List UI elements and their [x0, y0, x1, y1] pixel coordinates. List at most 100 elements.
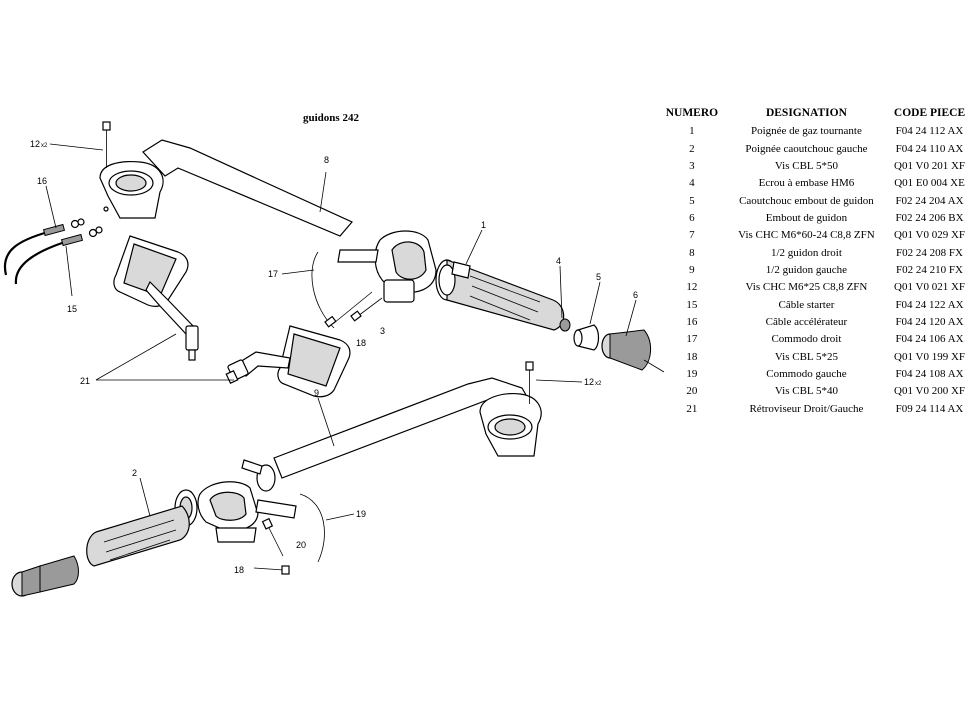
cell-code: F04 24 112 AX	[895, 125, 964, 138]
callout-17: 17	[268, 269, 278, 279]
rubber-part-5	[573, 324, 600, 351]
left-grip-part-2	[11, 489, 198, 597]
callout-9: 9	[314, 388, 319, 398]
cell-designation: Embout de guidon	[765, 211, 848, 224]
throttle-grip-part-1	[435, 259, 565, 331]
cell-numero: 4	[689, 177, 695, 190]
cell-numero: 21	[686, 402, 698, 415]
cell-numero: 17	[686, 333, 698, 346]
callout-1: 1	[481, 220, 486, 230]
cell-code: F04 24 108 AX	[895, 367, 964, 380]
parts-table-header-row: NUMERO DESIGNATION CODE PIECE	[660, 107, 970, 123]
callout-21: 21	[80, 376, 90, 386]
left-switch-part-19	[197, 459, 325, 563]
cell-code: Q01 V0 200 XF	[894, 385, 966, 398]
mirror-part-21-lower	[225, 325, 351, 398]
table-row: 6 Embout de guidon F02 24 206 BX	[660, 210, 970, 227]
callout-16: 16	[37, 176, 47, 186]
cell-designation: Vis CBL 5*50	[774, 159, 838, 172]
cell-designation: Vis CBL 5*40	[774, 385, 838, 398]
cell-numero: 5	[689, 194, 695, 207]
cell-code: Q01 V0 021 XF	[894, 281, 966, 294]
callout-19: 19	[356, 509, 366, 519]
left-handlebar-part-9	[273, 377, 542, 479]
table-row: 3 Vis CBL 5*50 Q01 V0 201 XF	[660, 158, 970, 175]
header-numero: NUMERO	[665, 107, 719, 119]
table-row: 4 Ecrou à embase HM6 Q01 E0 004 XE	[660, 175, 970, 192]
cell-code: F09 24 114 AX	[895, 402, 964, 415]
cell-numero: 20	[686, 385, 698, 398]
cell-numero: 8	[689, 246, 695, 259]
cell-numero: 18	[686, 350, 698, 363]
cell-numero: 9	[689, 263, 695, 276]
cell-numero: 1	[689, 125, 695, 138]
cell-designation: Vis CHC M6*25 C8,8 ZFN	[745, 281, 868, 294]
callout-18-lower: 18	[234, 565, 244, 575]
cell-numero: 19	[686, 367, 698, 380]
screw-part-20	[261, 517, 284, 557]
callout-18-upper: 18	[356, 338, 366, 348]
table-row: 19 Commodo gauche F04 24 108 AX	[660, 366, 970, 383]
cell-designation: Caoutchouc embout de guidon	[739, 194, 874, 207]
cell-designation: Câble accélérateur	[765, 315, 848, 328]
parts-table: NUMERO DESIGNATION CODE PIECE 1 Poignée d…	[660, 107, 970, 418]
cell-designation: 1/2 guidon droit	[770, 246, 842, 259]
screw-part-18-upper	[324, 291, 373, 328]
cell-designation: 1/2 guidon gauche	[765, 263, 848, 276]
callout-12-right-qty: x2	[595, 381, 602, 387]
screw-part-12-right	[525, 361, 534, 404]
diagram-title: guidons 242	[303, 112, 359, 124]
table-row: 21 Rétroviseur Droit/Gauche F09 24 114 AX	[660, 401, 970, 418]
cell-designation: Vis CBL 5*25	[774, 350, 838, 363]
cell-code: Q01 E0 004 XE	[894, 177, 965, 190]
cell-code: Q01 V0 201 XF	[894, 159, 966, 172]
cell-designation: Commodo gauche	[766, 367, 847, 380]
cell-code: F04 24 106 AX	[895, 333, 964, 346]
table-row: 20 Vis CBL 5*40 Q01 V0 200 XF	[660, 383, 970, 400]
right-switch-part-17	[311, 230, 437, 329]
cell-numero: 15	[686, 298, 698, 311]
cell-designation: Rétroviseur Droit/Gauche	[749, 402, 864, 415]
leader-lines	[45, 143, 637, 521]
callout-12-top-qty: x2	[41, 143, 48, 149]
right-handlebar-part-8	[99, 139, 353, 237]
cell-code: F02 24 206 BX	[895, 211, 964, 224]
bar-end-part-6	[601, 329, 665, 373]
nut-part-4	[559, 318, 571, 332]
cell-designation: Ecrou à embase HM6	[758, 177, 855, 190]
header-code-piece: CODE PIECE	[893, 107, 966, 119]
callout-5: 5	[596, 272, 601, 282]
cell-numero: 16	[686, 315, 698, 328]
callout-labels: 12 x2 16 15 8 17 3 18 1 4 5 6 21 9 12 x2…	[30, 139, 638, 575]
callout-15: 15	[67, 304, 77, 314]
table-row: 12 Vis CHC M6*25 C8,8 ZFN Q01 V0 021 XF	[660, 279, 970, 296]
table-row: 1 Poignée de gaz tournante F04 24 112 AX	[660, 123, 970, 140]
cell-numero: 3	[689, 159, 695, 172]
callout-12-top: 12	[30, 139, 40, 149]
table-row: 16 Câble accélérateur F04 24 120 AX	[660, 314, 970, 331]
screw-part-3	[350, 297, 383, 322]
cell-designation: Câble starter	[778, 298, 835, 311]
header-designation: DESIGNATION	[765, 107, 847, 119]
cell-numero: 6	[689, 211, 695, 224]
cell-code: F02 24 210 FX	[896, 263, 963, 276]
screw-part-18-lower	[253, 565, 290, 575]
cell-numero: 12	[686, 281, 698, 294]
table-row: 9 1/2 guidon gauche F02 24 210 FX	[660, 262, 970, 279]
cell-designation: Poignée de gaz tournante	[750, 125, 862, 138]
cell-code: F04 24 120 AX	[895, 315, 964, 328]
callout-12-right: 12	[584, 377, 594, 387]
callout-2: 2	[132, 468, 137, 478]
callout-20: 20	[296, 540, 306, 550]
cell-numero: 2	[689, 142, 695, 155]
screw-part-12-top	[102, 121, 111, 168]
mirror-part-21-upper	[113, 235, 199, 361]
